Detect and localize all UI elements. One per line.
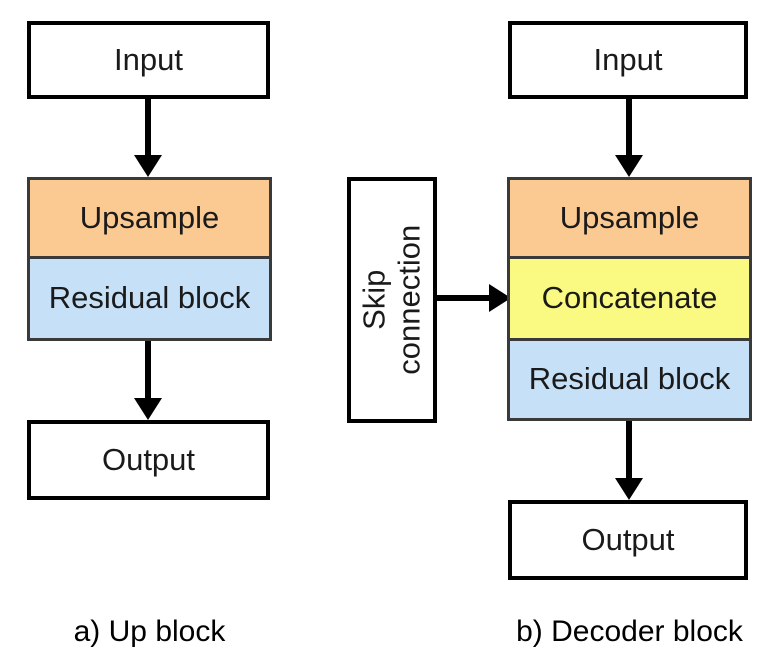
node-a-residual-block-label: Residual block — [48, 280, 251, 316]
node-b-input[interactable]: Input — [508, 21, 748, 99]
node-a-output-label: Output — [101, 441, 196, 477]
node-b-residual-block[interactable]: Residual block — [507, 341, 752, 421]
arrow-shaft — [626, 421, 632, 480]
caption-panel-a: a) Up block — [73, 615, 226, 648]
arrow-shaft — [145, 341, 151, 400]
node-a-input-label: Input — [114, 41, 183, 77]
arrow-head-down-icon — [134, 398, 162, 420]
node-a-output[interactable]: Output — [27, 420, 270, 500]
node-a-input[interactable]: Input — [27, 21, 270, 99]
node-b-concatenate-label: Concatenate — [541, 280, 718, 316]
node-b-output-label: Output — [581, 521, 675, 557]
arrow-head-down-icon — [615, 155, 643, 177]
node-b-concatenate[interactable]: Concatenate — [507, 259, 752, 341]
arrow-shaft — [145, 99, 151, 157]
skip-label-line-1: Skip — [356, 269, 392, 331]
arrow-shaft — [437, 295, 493, 301]
node-a-upsample[interactable]: Upsample — [27, 177, 272, 259]
node-b-input-label: Input — [593, 41, 663, 77]
node-b-skip-connection[interactable]: Skip connection — [347, 177, 437, 423]
node-b-upsample-label: Upsample — [559, 199, 700, 235]
arrow-head-down-icon — [134, 155, 162, 177]
caption-panel-b: b) Decoder block — [516, 615, 743, 648]
node-a-residual-block[interactable]: Residual block — [27, 259, 272, 341]
arrow-head-right-icon — [489, 284, 511, 312]
node-b-residual-block-label: Residual block — [528, 361, 731, 397]
skip-label-line-2: connection — [391, 225, 427, 375]
node-b-upsample[interactable]: Upsample — [507, 177, 752, 259]
node-a-upsample-label: Upsample — [79, 199, 220, 235]
node-b-output[interactable]: Output — [508, 500, 748, 580]
node-b-skip-connection-label: Skip connection — [356, 225, 427, 375]
arrow-shaft — [626, 99, 632, 157]
arrow-head-down-icon — [615, 478, 643, 500]
